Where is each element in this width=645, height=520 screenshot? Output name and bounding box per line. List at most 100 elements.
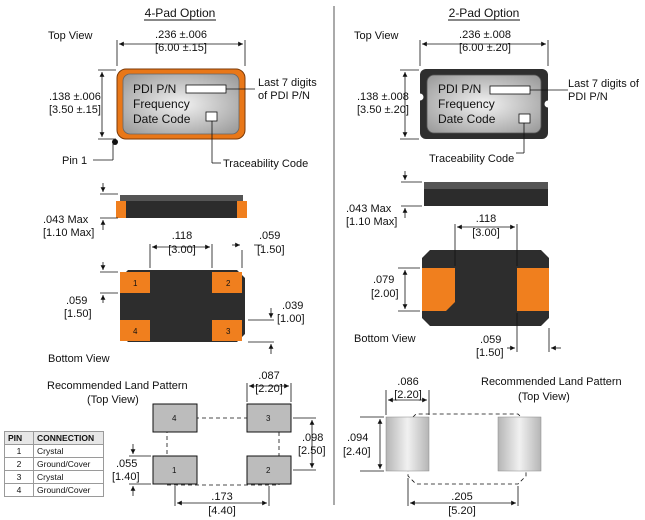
- land-pitch-v: .098: [302, 432, 323, 444]
- land-subtitle-right: (Top View): [518, 391, 570, 403]
- pad-1: [120, 272, 150, 293]
- callout-last7-b: of PDI P/N: [258, 90, 310, 102]
- pad-width-mm-right: [1.50]: [476, 347, 504, 359]
- pad-width-right: .059: [480, 334, 501, 346]
- pad-width-mm: [1.50]: [257, 244, 285, 256]
- land-pad-3: [246, 403, 292, 433]
- marking-pn: PDI P/N: [133, 82, 176, 96]
- pin-number: 2: [4, 457, 34, 471]
- pad-height-mm: [1.50]: [64, 308, 92, 320]
- pin-number: 1: [4, 444, 34, 458]
- marking-pn-right: PDI P/N: [438, 82, 481, 96]
- marking-date-code-right: Date Code: [438, 112, 496, 126]
- top-view-label-right: Top View: [354, 30, 398, 42]
- land-pad-width-right: .086: [397, 376, 418, 388]
- pad-4: [120, 320, 150, 341]
- land-pad-height-mm-right: [2.40]: [343, 446, 371, 458]
- two-pad-side-view: [424, 189, 548, 206]
- land-pad-4: [152, 403, 198, 433]
- pin-number: 3: [4, 470, 34, 484]
- two-pad-pad-left: [422, 268, 455, 311]
- four-pad-title: 4-Pad Option: [145, 6, 216, 20]
- callout-last7-right-a: Last 7 digits of: [568, 78, 640, 90]
- max-height: .043 Max: [43, 214, 89, 226]
- pitch: .118: [172, 230, 193, 242]
- pad-label-1: 1: [133, 279, 138, 288]
- max-height-mm-right: [1.10 Max]: [346, 216, 397, 228]
- land-pad-2: [246, 455, 292, 485]
- four-pad-side-view: [120, 201, 243, 218]
- land-title-right: Recommended Land Pattern: [481, 376, 622, 388]
- land-title: Recommended Land Pattern: [47, 380, 188, 392]
- land-pad-width-mm-right: [2.20]: [394, 389, 422, 401]
- marking-date-code: Date Code: [133, 112, 191, 126]
- land-pitch-h-right: .205: [451, 491, 472, 503]
- land-pitch-v-mm: [2.50]: [298, 445, 326, 457]
- land-pad-height: .055: [116, 458, 137, 470]
- pitch-right: .118: [476, 213, 497, 225]
- land-pitch-h: .173: [211, 491, 232, 503]
- two-pad-section: 2-Pad Option Top View .236 ±.008 [6.00 ±…: [343, 6, 640, 517]
- top-view-label: Top View: [48, 30, 92, 42]
- pad-width: .059: [259, 230, 280, 242]
- land-outline-right: [407, 413, 527, 485]
- bottom-view-label-right: Bottom View: [354, 333, 416, 345]
- land-pad-left-right: [385, 416, 430, 472]
- land-pad-label-4: 4: [172, 414, 177, 423]
- max-height-mm: [1.10 Max]: [43, 227, 94, 239]
- width-dim-mm: [6.00 ±.15]: [155, 42, 207, 54]
- two-pad-title: 2-Pad Option: [449, 6, 520, 20]
- callout-last7-a: Last 7 digits: [258, 77, 317, 89]
- width-dim-right: .236 ±.008: [459, 29, 511, 41]
- pin1-label: Pin 1: [62, 155, 87, 167]
- land-pad-width-mm: [2.20]: [255, 383, 283, 395]
- connection-header: CONNECTION: [33, 431, 104, 445]
- land-pad-label-1: 1: [172, 466, 177, 475]
- traceability-label: Traceability Code: [223, 158, 308, 170]
- pitch-mm: [3.00]: [168, 244, 196, 256]
- pad-3: [212, 320, 242, 341]
- marking-frequency: Frequency: [133, 97, 190, 111]
- pad-height-mm-right: [2.00]: [371, 288, 399, 300]
- pin-header: PIN: [4, 431, 34, 445]
- pad-gap-mm: [1.00]: [277, 313, 305, 325]
- table-row: 1 Crystal: [4, 444, 104, 458]
- pad-label-2: 2: [226, 279, 231, 288]
- land-pad-1: [152, 455, 198, 485]
- pin1-dot: [112, 139, 118, 145]
- traceability-label-right: Traceability Code: [429, 153, 514, 165]
- pin-connection: Crystal: [33, 444, 104, 458]
- pin-connection-table: PIN CONNECTION 1 Crystal 2 Ground/Cover …: [4, 431, 104, 497]
- land-pad-width: .087: [258, 370, 279, 382]
- width-dim: .236 ±.006: [155, 29, 207, 41]
- pad-height-right: .079: [373, 274, 394, 286]
- pitch-mm-right: [3.00]: [472, 227, 500, 239]
- height-dim-right: .138 ±.008: [357, 91, 409, 103]
- land-pad-label-2: 2: [266, 466, 271, 475]
- land-subtitle: (Top View): [87, 394, 139, 406]
- max-height-right: .043 Max: [346, 203, 392, 215]
- height-dim-mm: [3.50 ±.15]: [49, 104, 101, 116]
- land-pad-right-right: [497, 416, 542, 472]
- land-pitch-h-mm-right: [5.20]: [448, 505, 476, 517]
- table-row: 4 Ground/Cover: [4, 483, 104, 497]
- pin-connection: Ground/Cover: [33, 457, 104, 471]
- land-pad-label-3: 3: [266, 414, 271, 423]
- land-pad-height-mm: [1.40]: [112, 471, 140, 483]
- pin-connection: Crystal: [33, 470, 104, 484]
- height-dim-mm-right: [3.50 ±.20]: [357, 104, 409, 116]
- two-pad-pad-right: [517, 268, 549, 311]
- table-row: 3 Crystal: [4, 470, 104, 484]
- pin-number: 4: [4, 483, 34, 497]
- land-pitch-h-mm: [4.40]: [208, 505, 236, 517]
- pad-height: .059: [66, 295, 87, 307]
- table-row: 2 Ground/Cover: [4, 457, 104, 471]
- pin-connection: Ground/Cover: [33, 483, 104, 497]
- callout-last7-right-b: PDI P/N: [568, 91, 608, 103]
- pad-gap: .039: [282, 300, 303, 312]
- pad-2: [212, 272, 242, 293]
- four-pad-section: 4-Pad Option Top View .236 ±.006 [6.00 ±…: [43, 6, 326, 517]
- height-dim: .138 ±.006: [49, 91, 101, 103]
- pad-label-3: 3: [226, 327, 231, 336]
